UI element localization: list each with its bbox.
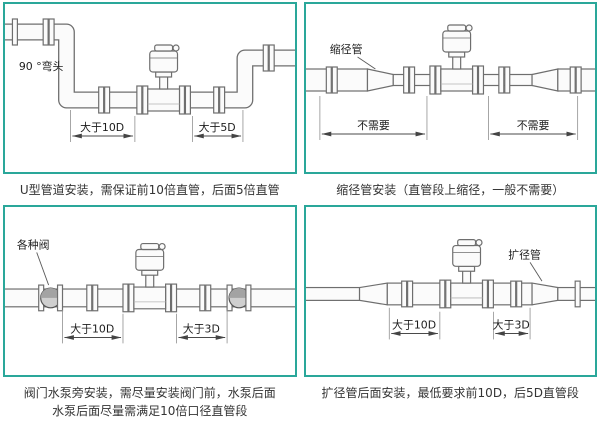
flange-icon bbox=[11, 18, 18, 46]
valve-caption: 阀门水泵旁安装，需尽量安装阀门前，水泵后面 水泵后面尽量需满足10倍口径直管段 bbox=[3, 384, 297, 420]
expander-cone-right bbox=[530, 282, 558, 306]
panel-valve-pump: 各种阀 大于10D 大于3D 阀门水泵旁安装，需尽量安装阀门前，水泵后面 水泵后… bbox=[3, 205, 297, 426]
dimension-label-right: 不需要 bbox=[516, 119, 549, 132]
reducer-label: 缩径管 bbox=[329, 42, 362, 56]
valve-diagram: 各种阀 大于10D 大于3D bbox=[5, 238, 295, 344]
leader-line bbox=[356, 56, 376, 70]
valve-icon bbox=[38, 284, 64, 312]
valve-label: 各种阀 bbox=[17, 238, 50, 252]
dimension-label-left: 大于10D bbox=[392, 318, 436, 332]
flowmeter-icon bbox=[438, 239, 494, 309]
caption-line: U型管道安装，需保证前10倍直管，后面5倍直管 bbox=[19, 183, 280, 197]
panel-u-pipe: 90 °弯头 大于10D 大于5D U型管道安装，需保证前10倍直管，后面5倍直… bbox=[3, 2, 297, 205]
flange-icon bbox=[42, 18, 55, 46]
reducer-cone-left bbox=[366, 68, 394, 92]
expander-cone-left bbox=[358, 282, 388, 306]
flange-icon bbox=[262, 44, 275, 72]
flange-icon bbox=[98, 86, 111, 114]
caption-line: 阀门水泵旁安装，需尽量安装阀门前，水泵后面 bbox=[23, 386, 276, 400]
elbow-label: 90 °弯头 bbox=[19, 59, 64, 73]
caption-line: 水泵后面尽量需满足10倍口径直管段 bbox=[52, 404, 248, 418]
flange-icon bbox=[86, 284, 99, 312]
reducer-diagram: 缩径管 不需要 不需要 bbox=[305, 24, 595, 140]
flange-icon bbox=[400, 280, 413, 308]
panel-expander: 扩径管 大于10D 大于3D 扩径管后面安装，最低要求前10D，后5D直管段 bbox=[303, 205, 598, 426]
flange-icon bbox=[325, 66, 338, 94]
reducer-cone-right bbox=[530, 68, 558, 92]
pipe-small-left bbox=[305, 286, 360, 301]
flange-icon bbox=[574, 280, 581, 308]
reducer-diagram-box: 缩径管 不需要 不需要 bbox=[303, 2, 597, 174]
panel-reducer: 缩径管 不需要 不需要 缩径管安装（直管段上缩径，一般不需要） bbox=[303, 2, 598, 205]
flange-icon bbox=[509, 280, 522, 308]
u-pipe-diagram: 90 °弯头 大于10D 大于5D bbox=[5, 18, 295, 142]
leader-line bbox=[529, 262, 542, 282]
flowmeter-icon bbox=[122, 242, 178, 313]
u-pipe-diagram-box: 90 °弯头 大于10D 大于5D bbox=[3, 2, 297, 174]
dimension-label-left: 大于10D bbox=[80, 120, 124, 134]
flange-icon bbox=[199, 284, 212, 312]
caption-line: 扩径管后面安装，最低要求前10D，后5D直管段 bbox=[321, 386, 579, 400]
expander-diagram-box: 扩径管 大于10D 大于3D bbox=[303, 205, 597, 377]
valve-diagram-box: 各种阀 大于10D 大于3D bbox=[3, 205, 297, 377]
dimension-label-left: 不需要 bbox=[357, 119, 390, 132]
valve-icon bbox=[226, 284, 252, 312]
flange-icon bbox=[569, 66, 582, 94]
caption-line: 缩径管安装（直管段上缩径，一般不需要） bbox=[336, 183, 565, 197]
reducer-caption: 缩径管安装（直管段上缩径，一般不需要） bbox=[304, 181, 598, 199]
dimension-label-right: 大于5D bbox=[199, 120, 236, 134]
expander-diagram: 扩径管 大于10D 大于3D bbox=[305, 239, 595, 340]
flowmeter-icon bbox=[428, 24, 484, 95]
expander-caption: 扩径管后面安装，最低要求前10D，后5D直管段 bbox=[304, 384, 598, 402]
dimension-label-right: 大于3D bbox=[492, 318, 529, 332]
flowmeter-icon bbox=[136, 44, 191, 115]
flange-icon bbox=[213, 86, 226, 114]
dimension-label-right: 大于3D bbox=[183, 322, 220, 336]
u-pipe-caption: U型管道安装，需保证前10倍直管，后面5倍直管 bbox=[3, 181, 297, 199]
dimension-label-left: 大于10D bbox=[70, 322, 114, 336]
expander-label: 扩径管 bbox=[508, 247, 541, 261]
flange-icon bbox=[497, 66, 510, 94]
leader-line bbox=[36, 252, 50, 286]
flange-icon bbox=[402, 66, 415, 94]
